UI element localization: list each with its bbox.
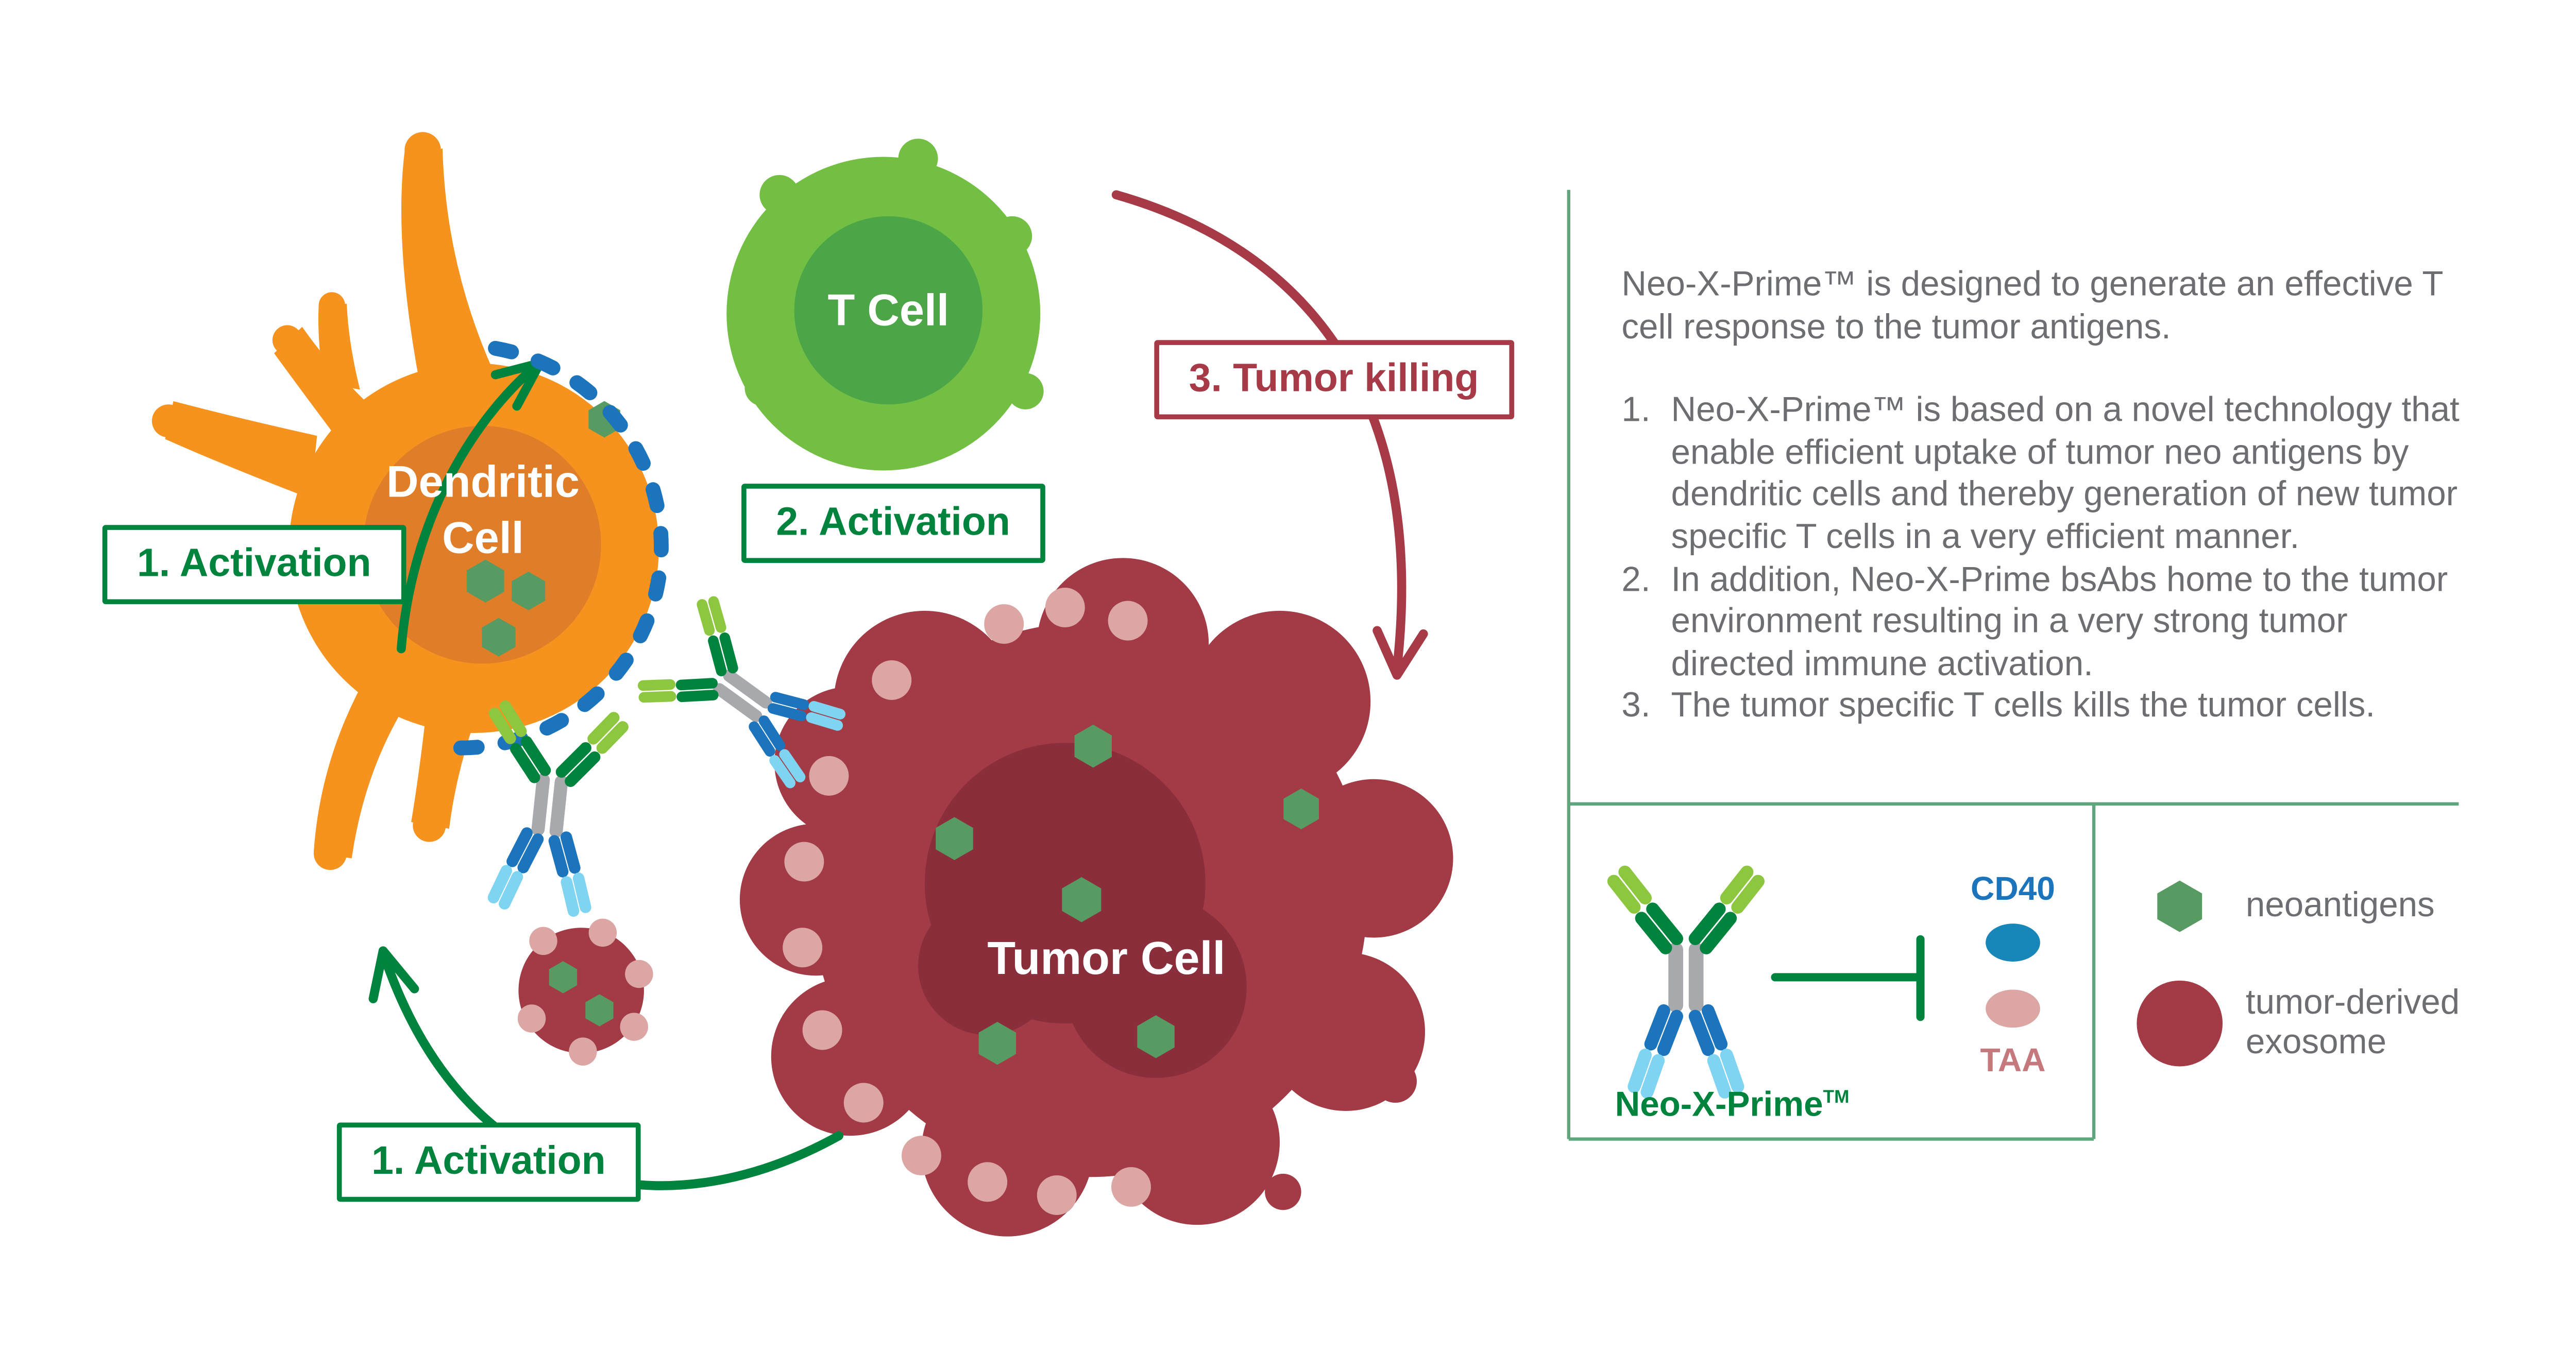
- dendritic-cell-body: [151, 132, 659, 870]
- neoantigen-legend-icon: [2157, 880, 2202, 932]
- explanation-item: 2. In addition, Neo-X-Prime bsAbs home t…: [1621, 559, 2467, 686]
- taa-label: TAA: [1980, 1043, 2046, 1080]
- item-number: 2.: [1621, 560, 1651, 599]
- intro-paragraph: Neo-X-Prime™ is designed to generate an …: [1621, 266, 2443, 346]
- neo-x-prime-label: Neo-X-PrimeTM: [1615, 1086, 1850, 1126]
- activation-1b-label: 1. Activation: [336, 1122, 640, 1202]
- cd40-marker: [1986, 923, 2040, 962]
- dendritic-cell-label: Dendritic Cell: [386, 457, 580, 563]
- item-text: Neo-X-Prime™ is based on a novel technol…: [1671, 391, 2460, 557]
- t-cell-nucleus: [794, 216, 983, 405]
- exosome-label: tumor-derived exosome: [2245, 984, 2460, 1062]
- membrane-dashed-arc: [445, 340, 669, 756]
- taa-marker: [1986, 989, 2040, 1028]
- trademark-superscript: TM: [1823, 1088, 1850, 1108]
- legend-antibody: [1614, 872, 1758, 1092]
- cd40-label: CD40: [1971, 871, 2055, 908]
- tumor-derived-exosome: [517, 918, 653, 1066]
- item-text: The tumor specific T cells kills the tum…: [1671, 687, 2376, 726]
- explanation-item: 1. Neo-X-Prime™ is based on a novel tech…: [1621, 390, 2467, 559]
- taa-dots: [783, 588, 1151, 1215]
- tumor-killing-label: 3. Tumor killing: [1154, 340, 1514, 420]
- neoantigens-label: neoantigens: [2245, 886, 2435, 925]
- item-number: 3.: [1621, 687, 1651, 726]
- item-number: 1.: [1621, 391, 1651, 430]
- tumor-cell-label: Tumor Cell: [987, 932, 1226, 984]
- explanation-item: 3. The tumor specific T cells kills the …: [1621, 686, 2467, 728]
- tumor-cell: [739, 558, 1453, 1237]
- t-cell: [726, 139, 1044, 471]
- neo-x-prime-name: Neo-X-Prime: [1615, 1086, 1823, 1124]
- panel-divider: [1567, 190, 2459, 1141]
- activation-2-label: 2. Activation: [741, 484, 1045, 563]
- item-text: In addition, Neo-X-Prime bsAbs home to t…: [1671, 560, 2448, 683]
- activation-1-label: 1. Activation: [102, 525, 406, 605]
- exosome-legend-icon: [2137, 980, 2223, 1067]
- inhibition-connector: [1771, 935, 1925, 1021]
- tumor-nucleus: [918, 743, 1247, 1078]
- t-cell-label: T Cell: [827, 285, 950, 335]
- bispecific-antibody: [475, 705, 623, 914]
- dendritic-cell: [151, 132, 669, 870]
- dendritic-nucleus: [363, 425, 601, 664]
- explanation-panel: Neo-X-Prime™ is designed to generate an …: [1621, 264, 2467, 728]
